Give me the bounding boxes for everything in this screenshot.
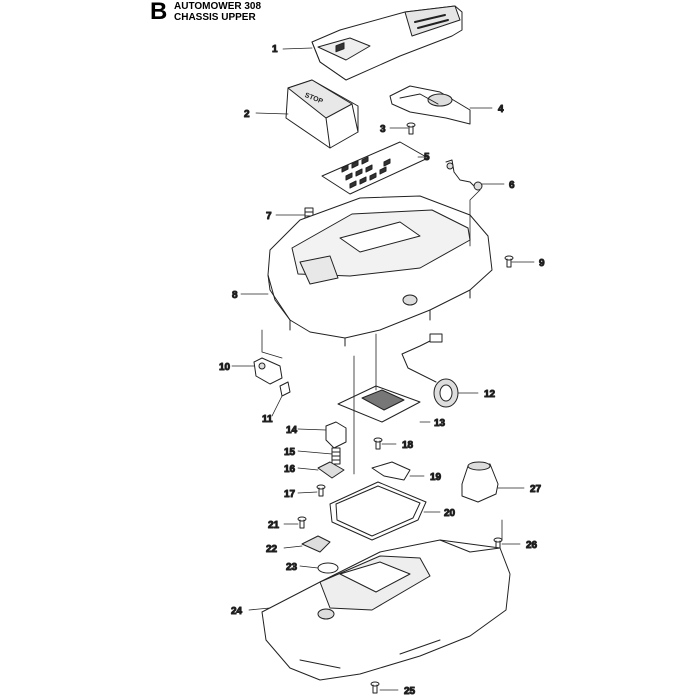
part-16-clip bbox=[317, 461, 345, 479]
label-8: 8 bbox=[232, 290, 238, 301]
part-17-screw bbox=[316, 484, 326, 497]
label-7: 7 bbox=[266, 211, 272, 222]
part-20-gasket bbox=[329, 481, 427, 541]
leader-lines bbox=[231, 47, 535, 691]
label-2: 2 bbox=[244, 109, 250, 120]
label-27: 27 bbox=[530, 484, 542, 495]
label-23: 23 bbox=[286, 562, 298, 573]
label-19: 19 bbox=[430, 472, 442, 483]
part-9-screw bbox=[504, 255, 514, 268]
part-23-seal bbox=[317, 562, 339, 574]
section-letter: B bbox=[150, 0, 168, 25]
label-26: 26 bbox=[526, 540, 538, 551]
part-22-holder bbox=[301, 535, 331, 553]
part-19-bracket bbox=[371, 461, 411, 481]
label-14: 14 bbox=[286, 425, 298, 436]
part-6-sensor bbox=[445, 159, 483, 191]
part-1-top-cover bbox=[311, 5, 463, 81]
model-title: AUTOMOWER 308 bbox=[174, 1, 262, 12]
label-13: 13 bbox=[434, 418, 446, 429]
label-11: 11 bbox=[262, 414, 273, 425]
label-16: 16 bbox=[284, 464, 296, 475]
label-20: 20 bbox=[444, 508, 456, 519]
label-9: 9 bbox=[539, 258, 545, 269]
part-5-keypad bbox=[321, 42, 429, 195]
label-3: 3 bbox=[380, 124, 386, 135]
label-24: 24 bbox=[231, 606, 243, 617]
part-21-screw bbox=[297, 516, 307, 529]
label-12: 12 bbox=[484, 389, 496, 400]
part-18-screw bbox=[373, 437, 383, 450]
label-10: 10 bbox=[219, 362, 231, 373]
part-10-bracket bbox=[253, 357, 283, 385]
label-1: 1 bbox=[272, 44, 278, 55]
label-4: 4 bbox=[498, 104, 504, 115]
label-5: 5 bbox=[424, 152, 430, 163]
part-4-lid-hinge bbox=[389, 85, 471, 125]
part-12-speaker bbox=[401, 333, 459, 408]
part-8-upper-chassis bbox=[267, 195, 493, 347]
part-13-display-board bbox=[337, 385, 421, 423]
part-2-stop-cover: STOP bbox=[285, 79, 359, 149]
label-21: 21 bbox=[268, 520, 280, 531]
label-22: 22 bbox=[266, 544, 278, 555]
label-25: 25 bbox=[404, 686, 416, 697]
label-15: 15 bbox=[284, 447, 296, 458]
label-17: 17 bbox=[284, 489, 296, 500]
part-25-screw bbox=[370, 681, 380, 694]
part-number-labels: 1 2 3 4 5 6 7 8 9 10 11 12 13 14 15 16 1… bbox=[219, 44, 546, 698]
part-15-spring bbox=[331, 447, 341, 465]
label-6: 6 bbox=[509, 180, 515, 191]
part-24-lower-chassis bbox=[261, 539, 511, 681]
label-18: 18 bbox=[402, 440, 414, 451]
part-14-latch bbox=[325, 421, 347, 449]
section-title: CHASSIS UPPER bbox=[174, 12, 256, 23]
part-27-cap bbox=[461, 461, 499, 503]
part-11-pin bbox=[279, 381, 291, 397]
part-3-screw bbox=[406, 122, 416, 135]
